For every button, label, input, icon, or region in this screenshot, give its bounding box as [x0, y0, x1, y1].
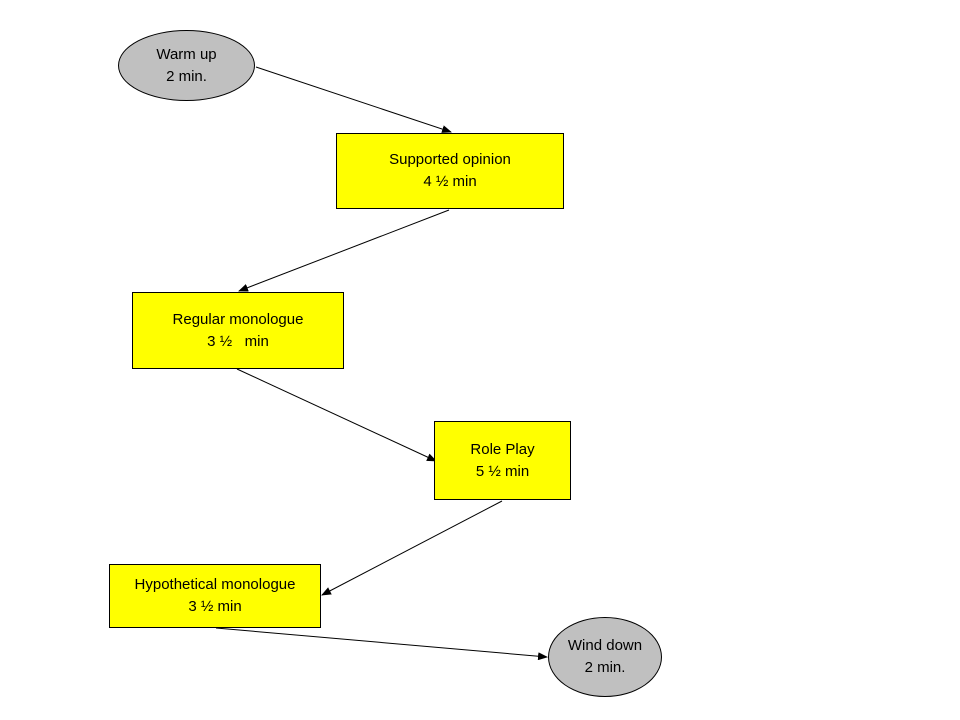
node-label: Regular monologue [172, 310, 304, 328]
arrow-warmup-to-opinion [255, 66, 452, 133]
arrow-hypo-to-winddown [215, 627, 548, 661]
node-duration: 3 ½ min [207, 332, 269, 350]
arrow-roleplay-to-hypo [321, 500, 503, 596]
node-wind-down: Wind down 2 min. [548, 617, 662, 697]
node-duration: 4 ½ min [423, 173, 477, 190]
node-supported-opinion: Supported opinion 4 ½ min [336, 133, 564, 209]
node-regular-monologue: Regular monologue 3 ½ min [132, 292, 344, 369]
node-duration: 2 min. [584, 659, 626, 676]
node-label: Warm up [156, 45, 217, 63]
arrow-regular-to-roleplay [236, 368, 437, 462]
arrow-opinion-to-regular [238, 209, 450, 292]
node-label: Hypothetical monologue [134, 576, 296, 593]
node-duration: 2 min. [166, 67, 207, 85]
node-duration: 5 ½ min [475, 462, 530, 480]
node-role-play: Role Play 5 ½ min [434, 421, 571, 500]
node-label: Wind down [567, 637, 643, 654]
node-duration: 3 ½ min [188, 598, 242, 615]
node-hypothetical-monologue: Hypothetical monologue 3 ½ min [109, 564, 321, 628]
node-warm-up: Warm up 2 min. [118, 30, 255, 101]
node-label: Role Play [470, 440, 535, 458]
node-label: Supported opinion [389, 151, 511, 168]
